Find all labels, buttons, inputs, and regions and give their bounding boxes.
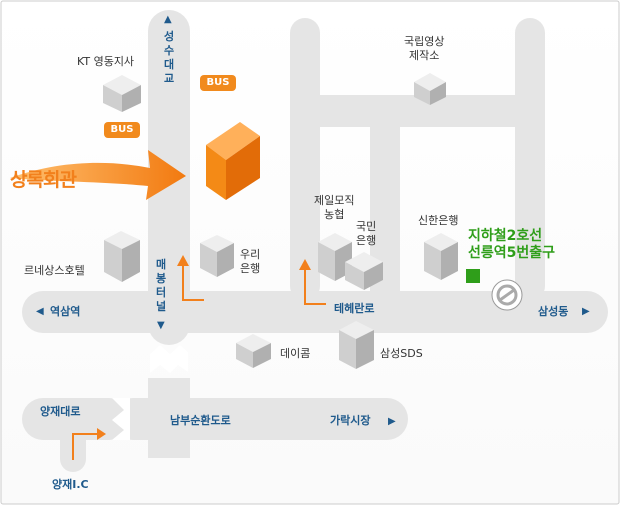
landmark-label-renaissance: 르네상스호텔 <box>24 264 85 277</box>
road-teheran-ro <box>22 291 608 333</box>
landmark-label-kt: KT 영동지사 <box>77 55 135 68</box>
road-label-samseong-dong: 삼성동 <box>538 305 569 318</box>
north-arrow-icon: ▲ <box>164 14 172 25</box>
arrow-yangjae-head <box>97 428 106 440</box>
road-break-mark <box>150 345 188 373</box>
building-renaissance <box>104 231 140 282</box>
landmark-label-kookmin: 국민 은행 <box>356 220 377 247</box>
east-arrow-icon: ▶ <box>388 416 396 427</box>
road-north-a <box>290 18 320 301</box>
road-yangjae-daero <box>22 398 130 440</box>
building-samsung-sds <box>339 321 374 369</box>
west-arrow-icon: ◀ <box>36 306 44 317</box>
landmark-label-woori: 우리 은행 <box>240 248 261 275</box>
subway-station-icon-bar <box>499 288 515 302</box>
road-north-c <box>515 18 545 301</box>
landmark-label-shinhan: 신한은행 <box>418 214 459 227</box>
east-arrow-icon: ▶ <box>582 306 590 317</box>
bus-stop-badge: BUS <box>200 75 236 91</box>
road-label-teheran-ro: 테헤란로 <box>334 302 375 315</box>
building-film-studio <box>414 73 446 105</box>
road-nambu-sunhwan <box>112 398 408 440</box>
road-label-garak-market: 가락시장 <box>330 414 371 427</box>
arrow-teheran <box>304 262 326 305</box>
road-label-seongsu-bridge: 성수대교 <box>163 30 175 85</box>
arrow-maebong <box>182 258 204 301</box>
road-label-yeoksam-station: 역삼역 <box>50 305 81 318</box>
landmark-label-cheil-mojik: 제일모직 농협 <box>314 194 355 221</box>
road-break-mark-2 <box>112 398 130 440</box>
subway-exit-label: 지하철2호선 선릉역5번출구 <box>468 228 556 261</box>
building-shinhan <box>424 233 458 280</box>
landmark-label-dacom: 데이콤 <box>280 347 311 360</box>
hq-pointer-arrow <box>10 150 186 200</box>
landmark-label-samsung-sds: 삼성SDS <box>380 347 423 360</box>
hq-label: 상록회관 <box>10 169 77 191</box>
road-label-maebong-tunnel: 매봉터널 <box>155 258 167 313</box>
subway-station-icon-ring <box>496 284 518 306</box>
arrow-teheran-head <box>299 259 311 270</box>
hq-building <box>206 122 260 200</box>
south-arrow-icon: ▼ <box>157 320 165 331</box>
road-upper-crossing <box>290 95 545 127</box>
building-dacom <box>236 334 271 368</box>
building-kookmin <box>345 252 383 290</box>
building-kt <box>103 75 141 112</box>
arrow-maebong-head <box>177 255 189 266</box>
arrow-yangjae <box>72 433 100 460</box>
landmark-label-film-studio: 국립영상 제작소 <box>404 35 445 62</box>
building-woori <box>200 235 234 277</box>
road-label-yangjae-daero: 양재대로 <box>40 405 81 418</box>
road-label-nambu-sunhwan-ro: 남부순환도로 <box>170 414 231 427</box>
road-label-yangjae-ic: 양재I.C <box>52 478 89 491</box>
bus-stop-badge: BUS <box>104 122 140 138</box>
subway-exit-marker <box>466 269 480 283</box>
